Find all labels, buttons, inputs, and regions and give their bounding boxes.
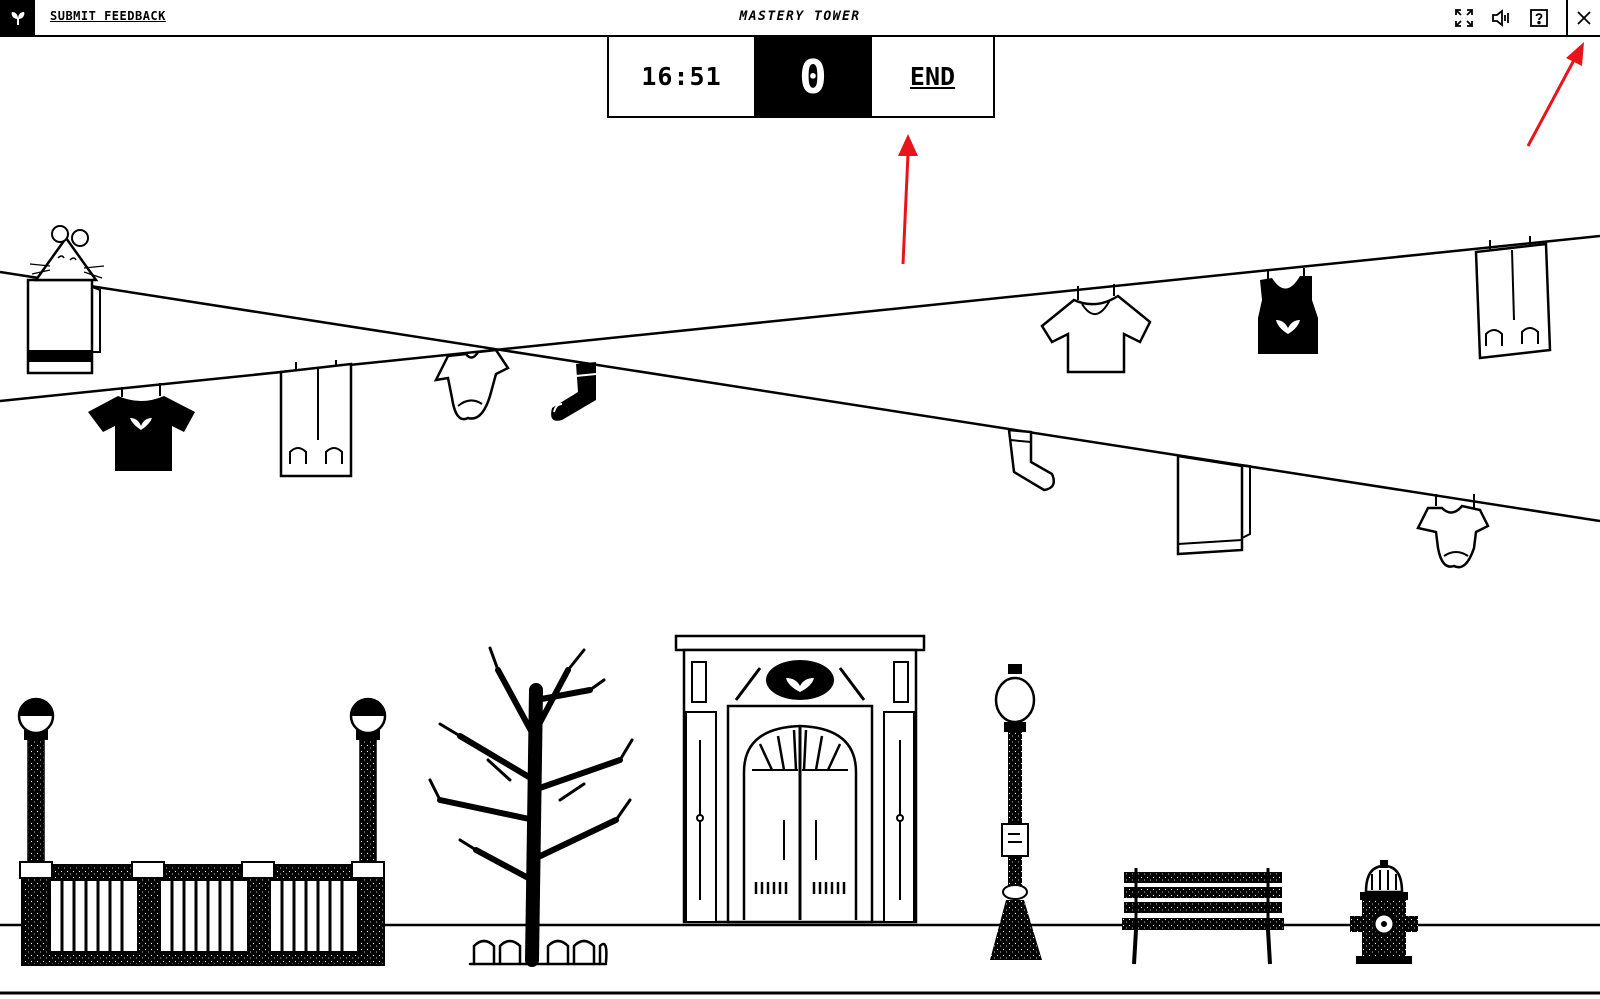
sound-icon[interactable] [1488,5,1514,31]
street-lamp-icon[interactable] [990,664,1042,960]
white-sock-icon[interactable] [1007,428,1055,492]
black-tshirt-icon[interactable] [88,383,195,471]
baby-onesie-icon[interactable] [433,348,510,421]
iron-fence-icon[interactable] [17,697,387,966]
submit-feedback-link[interactable]: SUBMIT FEEDBACK [50,9,166,23]
building-entrance-icon[interactable] [674,634,926,924]
clothesline-upper [0,234,1600,403]
park-bench-icon[interactable] [1122,868,1284,965]
baby-onesie-icon[interactable] [1416,494,1490,569]
towel-icon[interactable] [1176,454,1251,556]
bare-tree-icon[interactable] [428,646,634,967]
annotation-arrow [898,134,918,265]
pants-icon[interactable] [1474,236,1552,360]
sprout-logo-icon [0,0,35,35]
close-button[interactable] [1566,0,1600,35]
end-game-button[interactable]: END [909,62,956,91]
score-display: 0 [754,37,872,116]
close-icon [1577,10,1591,25]
white-tshirt-icon[interactable] [1040,284,1152,374]
black-tank-top-icon[interactable] [1258,268,1318,354]
game-hud: 16:51 0 END [607,37,995,118]
fire-hydrant-icon[interactable] [1350,860,1418,964]
clothesline-lower [0,270,1600,523]
help-icon[interactable] [1526,5,1552,31]
pants-icon[interactable] [279,360,353,478]
fullscreen-icon[interactable] [1451,5,1477,31]
mouse-in-bin-icon[interactable] [26,225,105,375]
black-sock-icon[interactable] [551,362,597,421]
timer-display: 16:51 [641,62,722,91]
annotation-arrow [1526,42,1584,147]
